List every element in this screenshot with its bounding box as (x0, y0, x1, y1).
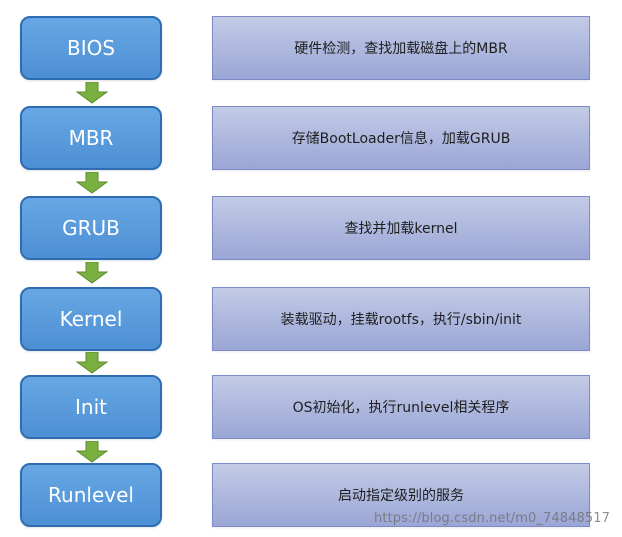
stage-mbr-description: 存储BootLoader信息，加载GRUB (291, 131, 511, 147)
stage-bios-label: BIOS (66, 36, 116, 60)
down-arrow-icon (76, 262, 108, 284)
stage-runlevel-box: Runlevel (20, 463, 162, 527)
stage-bios-description-box: 硬件检测，查找加载磁盘上的MBR (212, 16, 590, 80)
stage-kernel-description-box: 装载驱动，挂载rootfs，执行/sbin/init (212, 287, 590, 351)
stage-kernel-description: 装载驱动，挂载rootfs，执行/sbin/init (280, 312, 522, 328)
stage-runlevel-description: 启动指定级别的服务 (338, 488, 464, 504)
stage-mbr-label: MBR (68, 126, 114, 150)
stage-init-box: Init (20, 375, 162, 439)
down-arrow-icon (76, 82, 108, 104)
stage-bios-description: 硬件检测，查找加载磁盘上的MBR (294, 41, 508, 57)
stage-init-label: Init (75, 395, 107, 419)
stage-init-description-box: OS初始化，执行runlevel相关程序 (212, 375, 590, 439)
stage-grub-label: GRUB (62, 216, 120, 240)
down-arrow-icon (76, 441, 108, 463)
stage-runlevel-description-box: 启动指定级别的服务 (212, 463, 590, 527)
stage-mbr-box: MBR (20, 106, 162, 170)
stage-mbr-description-box: 存储BootLoader信息，加载GRUB (212, 106, 590, 170)
stage-kernel-label: Kernel (59, 307, 123, 331)
csdn-watermark: https://blog.csdn.net/m0_74848517 (374, 511, 610, 526)
stage-kernel-box: Kernel (20, 287, 162, 351)
stage-grub-box: GRUB (20, 196, 162, 260)
stage-init-description: OS初始化，执行runlevel相关程序 (292, 400, 510, 416)
down-arrow-icon (76, 352, 108, 374)
down-arrow-icon (76, 172, 108, 194)
stage-bios-box: BIOS (20, 16, 162, 80)
stage-grub-description-box: 查找并加载kernel (212, 196, 590, 260)
stage-grub-description: 查找并加载kernel (344, 221, 458, 237)
stage-runlevel-label: Runlevel (48, 483, 134, 507)
